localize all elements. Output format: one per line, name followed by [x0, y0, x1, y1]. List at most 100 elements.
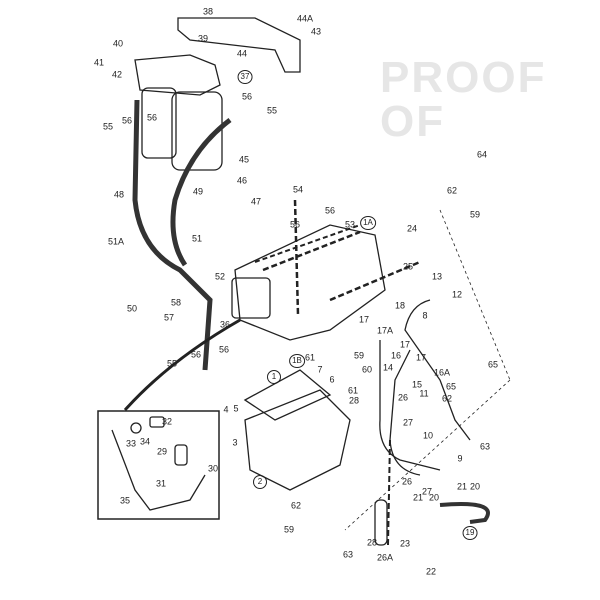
part-label: 56	[324, 205, 336, 216]
part-label: 10	[422, 430, 434, 441]
part-label: 55	[166, 358, 178, 369]
part-label: 61	[347, 385, 359, 396]
part-label: 5	[233, 403, 239, 414]
part-label: 17	[358, 314, 370, 325]
part-label: 34	[139, 436, 151, 447]
part-label: 3	[232, 437, 238, 448]
part-label: 43	[310, 26, 322, 37]
part-label: 64	[476, 149, 488, 160]
part-label: 57	[163, 312, 175, 323]
part-label: 63	[342, 549, 354, 560]
part-label: 2	[253, 475, 267, 489]
plate-26A	[374, 499, 388, 546]
inset-nut-33	[130, 422, 142, 434]
part-label: 46	[236, 175, 248, 186]
dashed-line	[439, 209, 511, 381]
part-label: 28	[366, 537, 378, 548]
part-label: 44A	[296, 13, 314, 24]
part-label: 49	[192, 186, 204, 197]
hose-48	[132, 99, 213, 371]
part-label: 62	[290, 500, 302, 511]
part-label: 17	[399, 339, 411, 350]
part-label: 11	[419, 388, 429, 399]
injector-row	[254, 224, 361, 263]
governor-housing	[231, 277, 271, 319]
part-label: 62	[446, 185, 458, 196]
dashed-line	[344, 379, 511, 531]
part-label: 6	[329, 374, 335, 385]
part-label: 55	[266, 105, 278, 116]
part-label: 53	[344, 219, 356, 230]
part-label: 37	[237, 70, 253, 84]
part-label: 1B	[289, 354, 305, 368]
pipe-14-15	[379, 340, 441, 471]
part-label: 8	[422, 310, 428, 321]
dashed-line	[387, 439, 391, 546]
part-label: 19	[462, 526, 478, 540]
filter-head	[134, 54, 221, 96]
part-label: 62	[441, 393, 453, 404]
part-label: 29	[156, 446, 168, 457]
part-label: 27	[421, 486, 433, 497]
part-label: 7	[317, 364, 323, 375]
part-label: 26A	[376, 552, 394, 563]
part-label: 65	[487, 359, 499, 370]
part-label: 31	[155, 478, 167, 489]
inset-fitting-32	[149, 416, 165, 428]
part-label: 26	[401, 476, 413, 487]
part-label: 36	[219, 319, 231, 330]
part-label: 44	[236, 48, 248, 59]
part-label: 41	[93, 57, 105, 68]
part-label: 26	[397, 392, 409, 403]
part-label: 18	[394, 300, 406, 311]
part-label: 61	[304, 352, 316, 363]
injection-pump	[234, 224, 386, 341]
part-label: 56	[241, 91, 253, 102]
part-label: 38	[202, 6, 214, 17]
part-label: 47	[250, 196, 262, 207]
part-label: 15	[411, 379, 423, 390]
part-label: 42	[111, 69, 123, 80]
part-label: 65	[445, 381, 457, 392]
part-label: 21	[456, 481, 468, 492]
part-label: 51	[191, 233, 203, 244]
part-label: 56	[218, 344, 230, 355]
part-label: 58	[170, 297, 182, 308]
part-label: 45	[238, 154, 250, 165]
part-label: 39	[197, 33, 209, 44]
part-label: 59	[283, 524, 295, 535]
dashed-line	[329, 260, 421, 302]
part-label: 22	[425, 566, 437, 577]
dashed-line	[293, 199, 300, 316]
part-label: 32	[161, 416, 173, 427]
part-label: 55	[102, 121, 114, 132]
part-label: 20	[469, 481, 481, 492]
part-label: 28	[348, 395, 360, 406]
part-label: 17A	[376, 325, 394, 336]
part-label: 25	[402, 261, 414, 272]
part-label: 56	[121, 115, 133, 126]
part-label: 33	[125, 438, 137, 449]
part-label: 23	[399, 538, 411, 549]
part-label: 51A	[107, 236, 125, 247]
part-label: 63	[479, 441, 491, 452]
part-label: 24	[406, 223, 418, 234]
part-label: 30	[207, 463, 219, 474]
part-label: 56	[289, 219, 301, 230]
part-label: 60	[361, 364, 373, 375]
hose-49	[170, 118, 232, 267]
part-label: 54	[292, 184, 304, 195]
part-label: 56	[146, 112, 158, 123]
part-label: 16A	[433, 367, 451, 378]
part-label: 14	[382, 362, 394, 373]
part-label: 35	[119, 495, 131, 506]
part-label: 56	[190, 349, 202, 360]
part-label: 50	[126, 303, 138, 314]
part-label: 12	[451, 289, 463, 300]
filter-canister	[171, 91, 223, 171]
part-label: 48	[113, 189, 125, 200]
watermark-line: PROOF	[380, 53, 547, 102]
